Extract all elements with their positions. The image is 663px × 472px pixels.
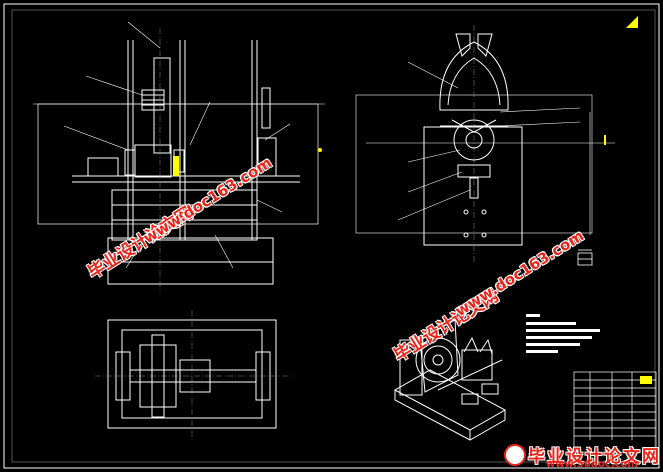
scale-marker [577,249,593,266]
side-view [355,25,615,262]
front-view [33,21,325,290]
site-logo-icon [504,444,526,466]
technical-notes [526,314,600,353]
isometric-view [393,319,507,441]
footer-title: 毕业设计论文网 [528,447,661,467]
footer-url: www.56doc.com [546,459,638,470]
inner-frame [11,9,656,463]
drawing-frame [3,3,660,469]
footer-brand[interactable]: 毕业设计论文网 www.56doc.com [500,442,660,470]
title-block [573,371,657,463]
top-view [95,310,292,440]
close-icon[interactable] [624,14,640,30]
